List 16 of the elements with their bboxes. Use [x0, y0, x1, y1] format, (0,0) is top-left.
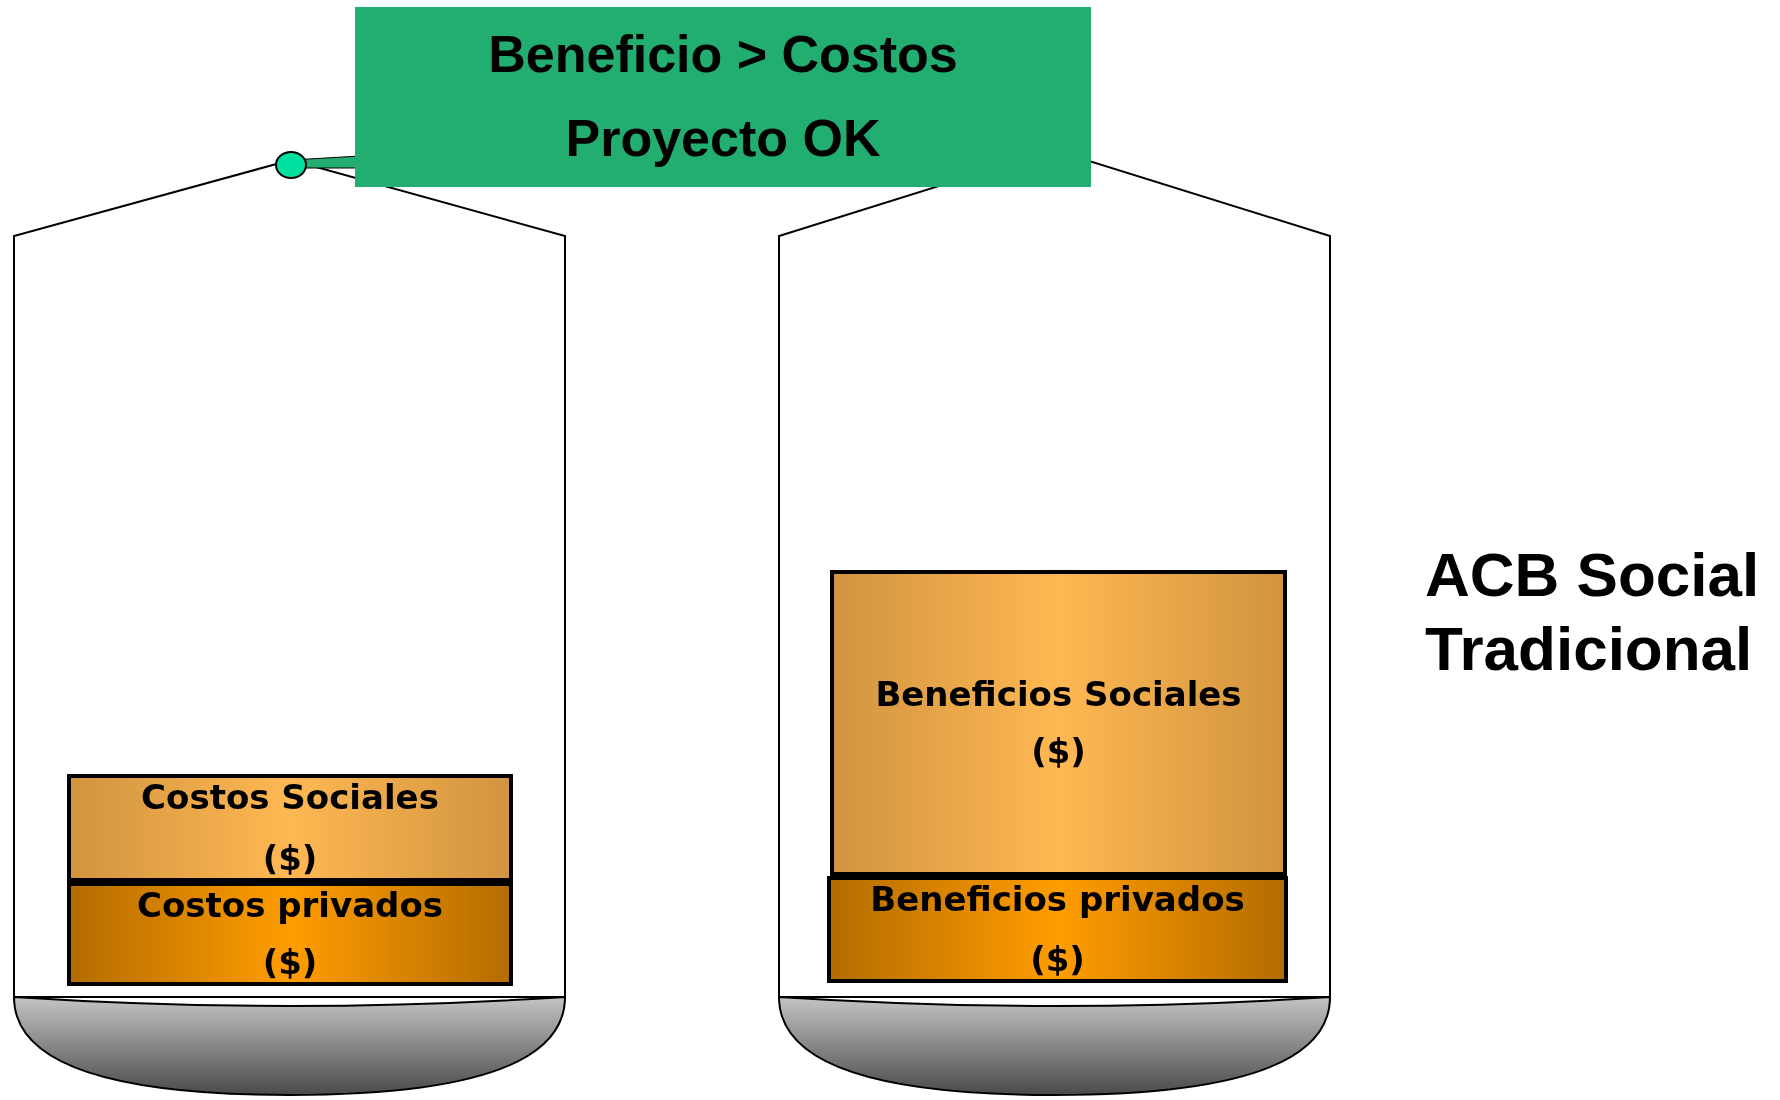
amount-symbol: ($) — [1031, 732, 1086, 772]
amount-symbol: ($) — [262, 838, 318, 878]
private-amount-box — [827, 876, 1288, 983]
comparison-text: Beneficio > Costos — [488, 25, 958, 85]
box-label: Beneficios Sociales — [875, 674, 1242, 714]
box-label: Costos privados — [136, 886, 443, 926]
verdict-text: Proyecto OK — [565, 109, 881, 169]
amount-symbol: ($) — [262, 942, 318, 982]
result-banner — [355, 7, 1091, 187]
box-label: Beneficios privados — [870, 880, 1245, 920]
private-amount-box — [67, 882, 513, 986]
social-amount-box — [67, 774, 513, 882]
amount-symbol: ($) — [1030, 939, 1085, 979]
box-label: Costos Sociales — [141, 778, 439, 818]
method-title: ACB Social Tradicional — [1425, 539, 1761, 686]
social-amount-box — [830, 570, 1287, 876]
